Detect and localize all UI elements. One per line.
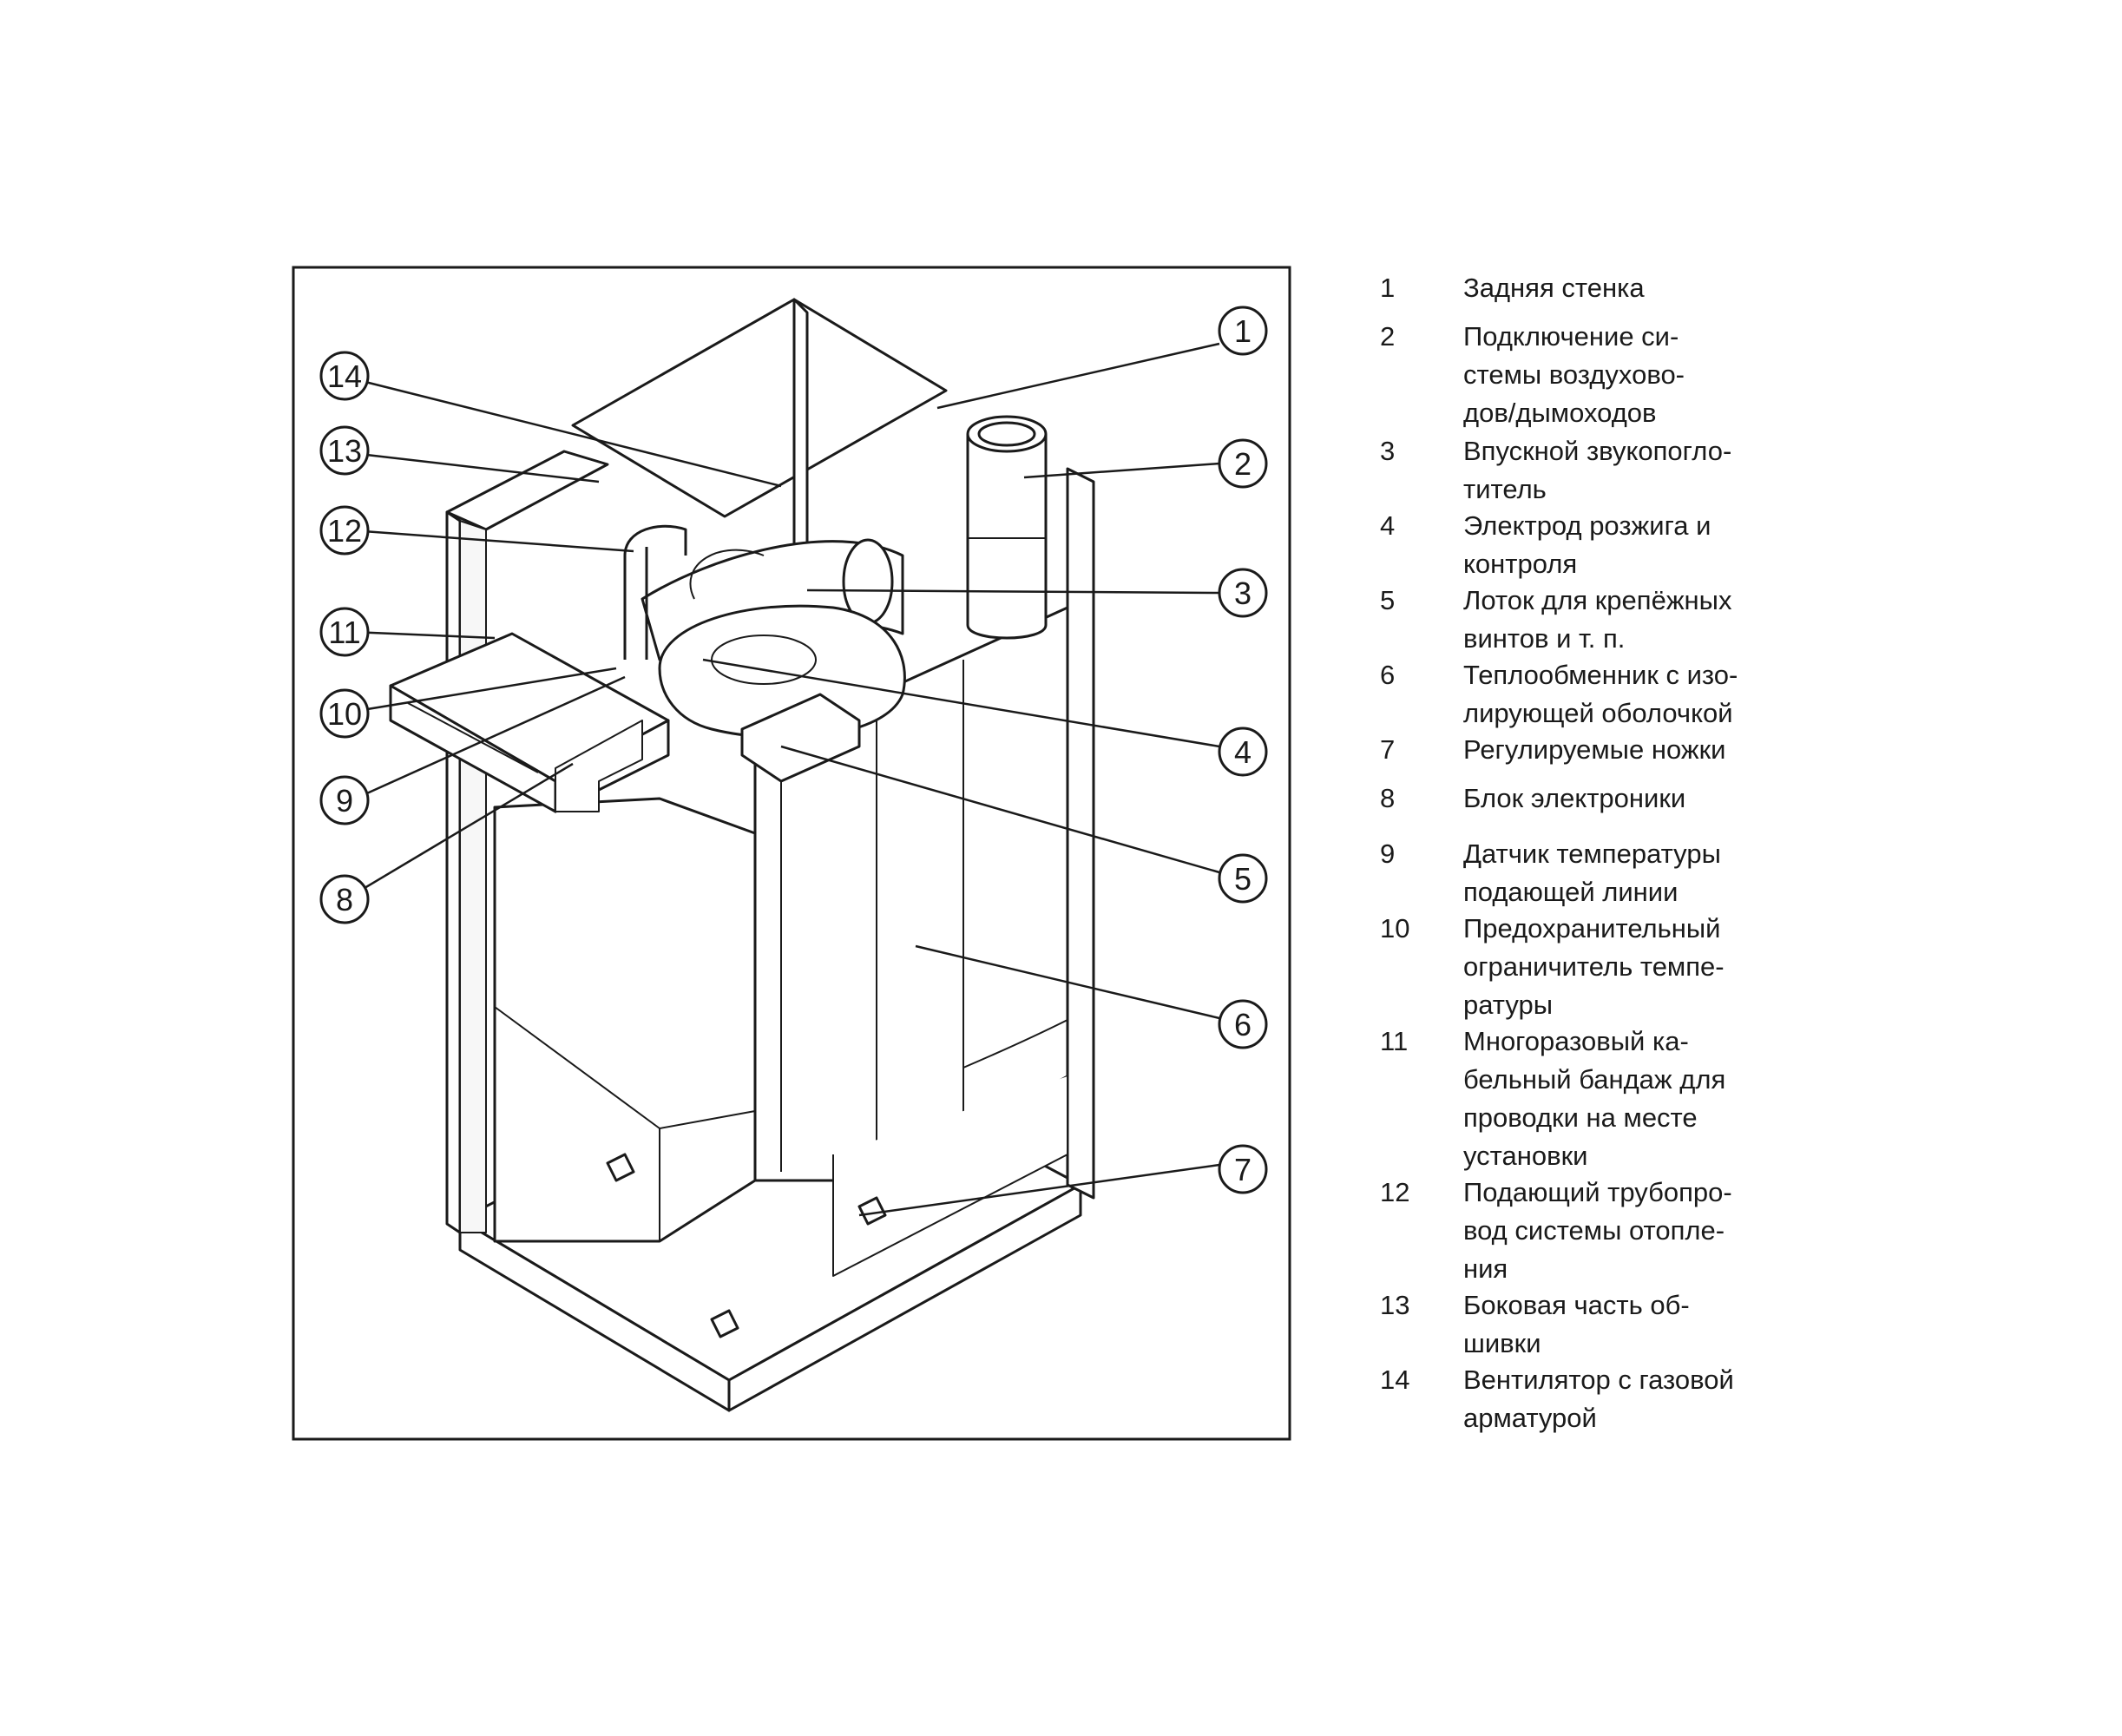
- legend-number: 1: [1380, 273, 1396, 303]
- legend-label: Боковая часть об- шивки: [1463, 1290, 1690, 1358]
- fan-unit: [658, 604, 906, 740]
- callout-circles: 1 2 3 4 5 6 7 8 9 10 11 12 13 14: [319, 306, 1268, 1194]
- callout-12: 12: [319, 505, 370, 556]
- legend-label: Лоток для крепёжных винтов и т. п.: [1463, 585, 1732, 654]
- svg-text:3: 3: [1234, 575, 1252, 611]
- legend-number: 2: [1380, 321, 1396, 352]
- leader-lines: [351, 342, 1220, 1217]
- svg-text:13: 13: [327, 433, 362, 469]
- legend-label: Датчик температуры подающей линии: [1463, 838, 1721, 907]
- legend-label: Вентилятор с газовой арматурой: [1463, 1364, 1734, 1433]
- callout-10: 10: [319, 688, 370, 739]
- lower-housing: [493, 797, 757, 1243]
- legend-number: 10: [1380, 913, 1410, 944]
- legend-number: 9: [1380, 838, 1396, 869]
- callout-1: 1: [1218, 306, 1268, 356]
- callout-7: 7: [1218, 1144, 1268, 1194]
- svg-text:7: 7: [1234, 1152, 1252, 1187]
- legend-number: 5: [1380, 585, 1396, 615]
- legend-label: Электрод розжига и контроля: [1463, 510, 1711, 579]
- callout-9: 9: [319, 775, 370, 825]
- legend-label: Подключение си- стемы воздухово- дов/дым…: [1463, 321, 1685, 428]
- callout-13: 13: [319, 425, 370, 476]
- callout-5: 5: [1218, 853, 1268, 904]
- svg-text:2: 2: [1234, 446, 1252, 482]
- callout-6: 6: [1218, 999, 1268, 1049]
- callout-14: 14: [319, 351, 370, 401]
- svg-text:5: 5: [1234, 861, 1252, 897]
- callout-3: 3: [1218, 568, 1268, 618]
- side-panel-top: [445, 450, 609, 531]
- legend-label: Впускной звукопогло- титель: [1463, 436, 1732, 504]
- boiler-base-right: [727, 1183, 1082, 1412]
- callout-11: 11: [319, 607, 370, 657]
- legend-label: Подающий трубопро- вод системы отопле- н…: [1463, 1177, 1732, 1284]
- legend-label: Блок электроники: [1463, 783, 1686, 813]
- legend-label: Регулируемые ножки: [1463, 734, 1726, 765]
- legend-number: 11: [1380, 1026, 1409, 1056]
- svg-text:4: 4: [1234, 734, 1252, 770]
- legend-number: 12: [1380, 1177, 1410, 1207]
- legend-number: 4: [1380, 510, 1396, 541]
- svg-text:12: 12: [327, 513, 362, 549]
- svg-text:14: 14: [327, 358, 362, 394]
- legend-label: Задняя стенка: [1463, 273, 1645, 303]
- svg-text:1: 1: [1234, 313, 1252, 349]
- svg-text:11: 11: [328, 615, 360, 650]
- svg-text:6: 6: [1234, 1007, 1252, 1042]
- legend-number: 13: [1380, 1290, 1410, 1320]
- svg-text:8: 8: [336, 882, 353, 917]
- rear-wall-edge: [792, 298, 809, 566]
- legend-number: 8: [1380, 783, 1396, 813]
- callout-4: 4: [1218, 727, 1268, 777]
- legend-label: Многоразовый ка- бельный бандаж для пров…: [1463, 1026, 1726, 1171]
- side-panel-edge: [445, 510, 462, 1234]
- rear-wall-top: [571, 298, 948, 518]
- adjustable-foot: [857, 1196, 887, 1226]
- legend-number: 14: [1380, 1364, 1410, 1395]
- callout-8: 8: [319, 874, 370, 924]
- svg-text:9: 9: [336, 783, 353, 819]
- flow-pipe: [623, 547, 648, 660]
- flue-connection: [966, 434, 1048, 640]
- callout-2: 2: [1218, 438, 1268, 489]
- electronics-display: [555, 720, 643, 812]
- diagram-frame: [292, 266, 1291, 1441]
- legend-label: Теплообменник с изо- лирующей оболочкой: [1463, 660, 1738, 728]
- legend-number: 3: [1380, 436, 1396, 466]
- legend-number: 7: [1380, 734, 1396, 765]
- legend-label: Предохранительный ограничитель темпе- ра…: [1463, 913, 1725, 1020]
- boiler-illustration: [389, 298, 1095, 1412]
- legend-number: 6: [1380, 660, 1396, 690]
- svg-text:10: 10: [327, 696, 362, 732]
